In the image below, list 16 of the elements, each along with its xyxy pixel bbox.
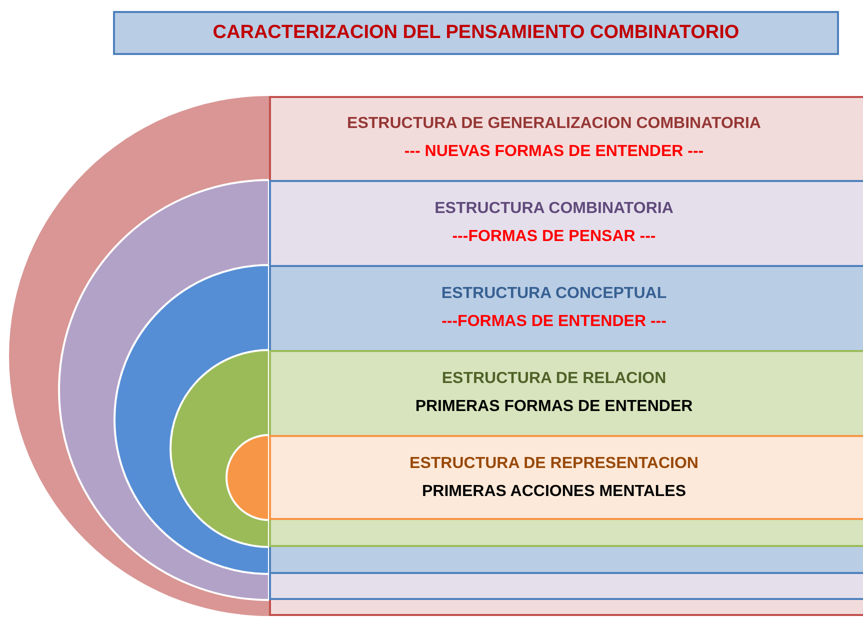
- band: [269, 350, 863, 547]
- band-heading: ESTRUCTURA DE GENERALIZACION COMBINATORIA: [347, 114, 761, 134]
- band: [269, 435, 863, 520]
- band-heading: ESTRUCTURA COMBINATORIA: [434, 198, 674, 218]
- band-subtitle: ---FORMAS DE PENSAR ---: [452, 226, 656, 246]
- band: [269, 96, 863, 616]
- title-banner: CARACTERIZACION DEL PENSAMIENTO COMBINATORIO: [113, 11, 839, 55]
- band-subtitle: PRIMERAS FORMAS DE ENTENDER: [415, 396, 693, 416]
- band-subtitle: ---FORMAS DE ENTENDER ---: [442, 312, 666, 332]
- band-heading: ESTRUCTURA CONCEPTUAL: [441, 284, 667, 304]
- band-heading: ESTRUCTURA DE REPRESENTACION: [410, 454, 698, 474]
- band-subtitle: --- NUEVAS FORMAS DE ENTENDER ---: [404, 142, 704, 162]
- band: [269, 180, 863, 600]
- band-subtitle: PRIMERAS ACCIONES MENTALES: [422, 482, 686, 502]
- band: [269, 265, 863, 574]
- band-heading: ESTRUCTURA DE RELACION: [442, 368, 666, 388]
